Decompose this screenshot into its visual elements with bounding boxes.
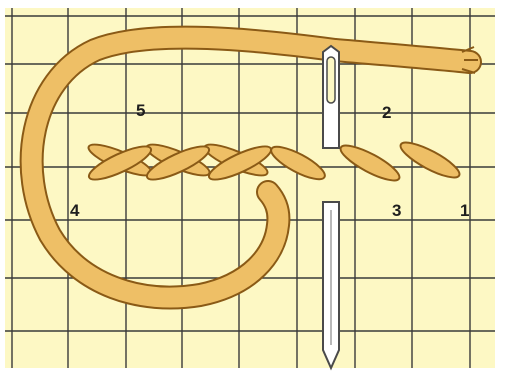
needle-icon bbox=[323, 202, 339, 368]
step-label-5: 5 bbox=[136, 101, 145, 120]
needle-icon bbox=[323, 46, 339, 148]
step-label-1: 1 bbox=[460, 201, 469, 220]
step-label-2: 2 bbox=[382, 103, 391, 122]
step-label-3: 3 bbox=[392, 201, 401, 220]
step-label-4: 4 bbox=[70, 201, 80, 220]
